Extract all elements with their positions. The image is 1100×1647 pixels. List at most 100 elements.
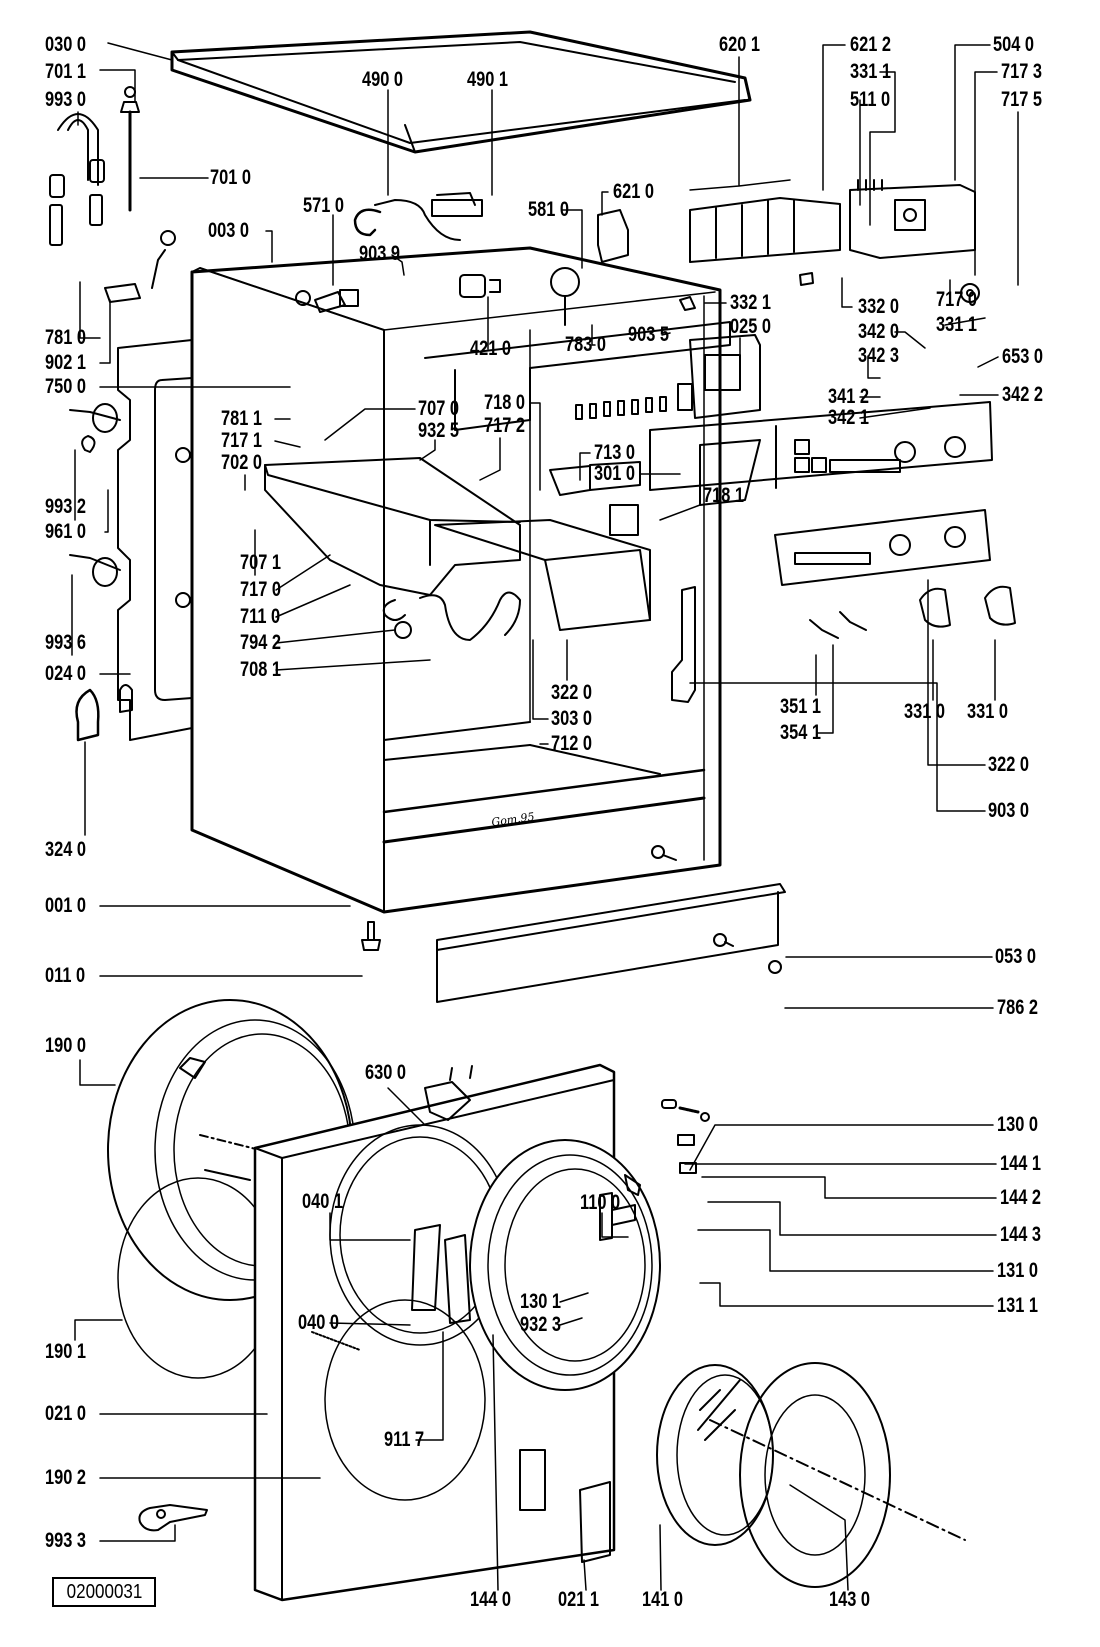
foot (361, 921, 381, 951)
door-lock (424, 1065, 473, 1121)
part-label-911-7: 911 7 (384, 1428, 425, 1451)
part-label-324-0: 324 0 (45, 838, 86, 861)
part-label-021-1: 021 1 (558, 1588, 599, 1611)
part-label-961-0: 961 0 (45, 520, 86, 543)
part-label-903-9: 903 9 (359, 242, 400, 265)
part-label-040-1: 040 1 (302, 1190, 343, 1213)
hinge-screws (661, 1099, 710, 1174)
part-label-130-0: 130 0 (997, 1113, 1038, 1136)
part-label-144-0: 144 0 (470, 1588, 511, 1611)
door-inner-frame (469, 1139, 661, 1391)
part-label-143-0: 143 0 (829, 1588, 870, 1611)
part-label-190-2: 190 2 (45, 1466, 86, 1489)
part-label-630-0: 630 0 (365, 1061, 406, 1084)
drain-hose (382, 591, 521, 641)
part-label-421-0: 421 0 (470, 337, 511, 360)
part-label-701-1: 701 1 (45, 60, 86, 83)
part-label-490-0: 490 0 (362, 68, 403, 91)
part-label-712-0: 712 0 (551, 732, 592, 755)
part-label-144-1: 144 1 (1000, 1152, 1041, 1175)
part-label-711-0: 711 0 (240, 605, 281, 628)
back-panel (117, 339, 193, 741)
part-label-707-0: 707 0 (418, 397, 459, 420)
part-label-190-0: 190 0 (45, 1034, 86, 1057)
part-label-331-1: 331 1 (936, 313, 977, 336)
part-label-190-1: 190 1 (45, 1340, 86, 1363)
top-cover (170, 30, 752, 154)
part-label-717-2: 717 2 (484, 414, 525, 437)
part-label-322-0: 322 0 (551, 681, 592, 704)
lamps (809, 611, 867, 639)
part-label-131-1: 131 1 (997, 1294, 1038, 1317)
dispenser-drawer (434, 519, 651, 631)
program-panel (774, 509, 991, 586)
part-label-620-1: 620 1 (719, 33, 760, 56)
part-label-781-0: 781 0 (45, 326, 86, 349)
part-label-110-0: 110 0 (580, 1191, 621, 1214)
part-label-511-0: 511 0 (850, 88, 891, 111)
part-label-331-0: 331 0 (967, 700, 1008, 723)
part-label-341-2: 341 2 (828, 385, 869, 408)
part-label-003-0: 003 0 (208, 219, 249, 242)
part-label-053-0: 053 0 (995, 945, 1036, 968)
power-cord (353, 192, 483, 241)
part-label-303-0: 303 0 (551, 707, 592, 730)
part-label-030-0: 030 0 (45, 33, 86, 56)
part-label-717-1: 717 1 (221, 429, 262, 452)
part-label-903-0: 903 0 (988, 799, 1029, 822)
knob-ring (960, 283, 980, 303)
part-label-750-0: 750 0 (45, 375, 86, 398)
panel-021-1 (579, 1481, 611, 1563)
part-label-713-0: 713 0 (594, 441, 635, 464)
part-label-130-1: 130 1 (520, 1290, 561, 1313)
knob-left (919, 587, 951, 628)
interference-filter (459, 274, 501, 298)
part-label-301-0: 301 0 (594, 462, 635, 485)
door-outer-frame (709, 1362, 966, 1588)
kick-plate (436, 883, 786, 1003)
part-label-332-1: 332 1 (730, 291, 771, 314)
part-label-342-2: 342 2 (1002, 383, 1043, 406)
part-label-717-0: 717 0 (936, 288, 977, 311)
inlet-hose-assembly (49, 86, 176, 303)
part-label-011-0: 011 0 (45, 964, 86, 987)
part-label-331-1: 331 1 (850, 60, 891, 83)
part-label-024-0: 024 0 (45, 662, 86, 685)
part-label-331-0: 331 0 (904, 700, 945, 723)
leader-lines (71, 42, 1019, 1591)
document-number: 02000031 (66, 1581, 142, 1603)
part-label-932-5: 932 5 (418, 419, 459, 442)
signature: Gom.95 (491, 810, 536, 829)
programmer (849, 179, 976, 259)
part-label-322-0: 322 0 (988, 753, 1029, 776)
part-label-707-1: 707 1 (240, 551, 281, 574)
part-label-144-3: 144 3 (1000, 1223, 1041, 1246)
part-label-786-2: 786 2 (997, 996, 1038, 1019)
part-label-717-3: 717 3 (1001, 60, 1042, 83)
part-label-993-0: 993 0 (45, 88, 86, 111)
part-label-993-6: 993 6 (45, 631, 86, 654)
wrench-icon (138, 1504, 208, 1532)
control-box (679, 272, 814, 419)
part-label-490-1: 490 1 (467, 68, 508, 91)
part-label-332-0: 332 0 (858, 295, 899, 318)
water-valve (295, 289, 359, 313)
part-label-794-2: 794 2 (240, 631, 281, 654)
part-label-932-3: 932 3 (520, 1313, 561, 1336)
part-label-354-1: 354 1 (780, 721, 821, 744)
part-label-040-0: 040 0 (298, 1311, 339, 1334)
dispenser-housing (264, 457, 521, 596)
switch-block (689, 197, 841, 263)
part-label-781-1: 781 1 (221, 407, 262, 430)
part-label-571-0: 571 0 (303, 194, 344, 217)
document-number-box: 02000031 (52, 1577, 156, 1607)
part-label-131-0: 131 0 (997, 1259, 1038, 1282)
part-label-993-3: 993 3 (45, 1529, 86, 1552)
part-label-993-2: 993 2 (45, 495, 86, 518)
part-label-342-1: 342 1 (828, 406, 869, 429)
part-label-342-0: 342 0 (858, 320, 899, 343)
part-label-351-1: 351 1 (780, 695, 821, 718)
part-label-504-0: 504 0 (993, 33, 1034, 56)
door-glass (656, 1364, 774, 1546)
transport-cap (75, 688, 100, 742)
